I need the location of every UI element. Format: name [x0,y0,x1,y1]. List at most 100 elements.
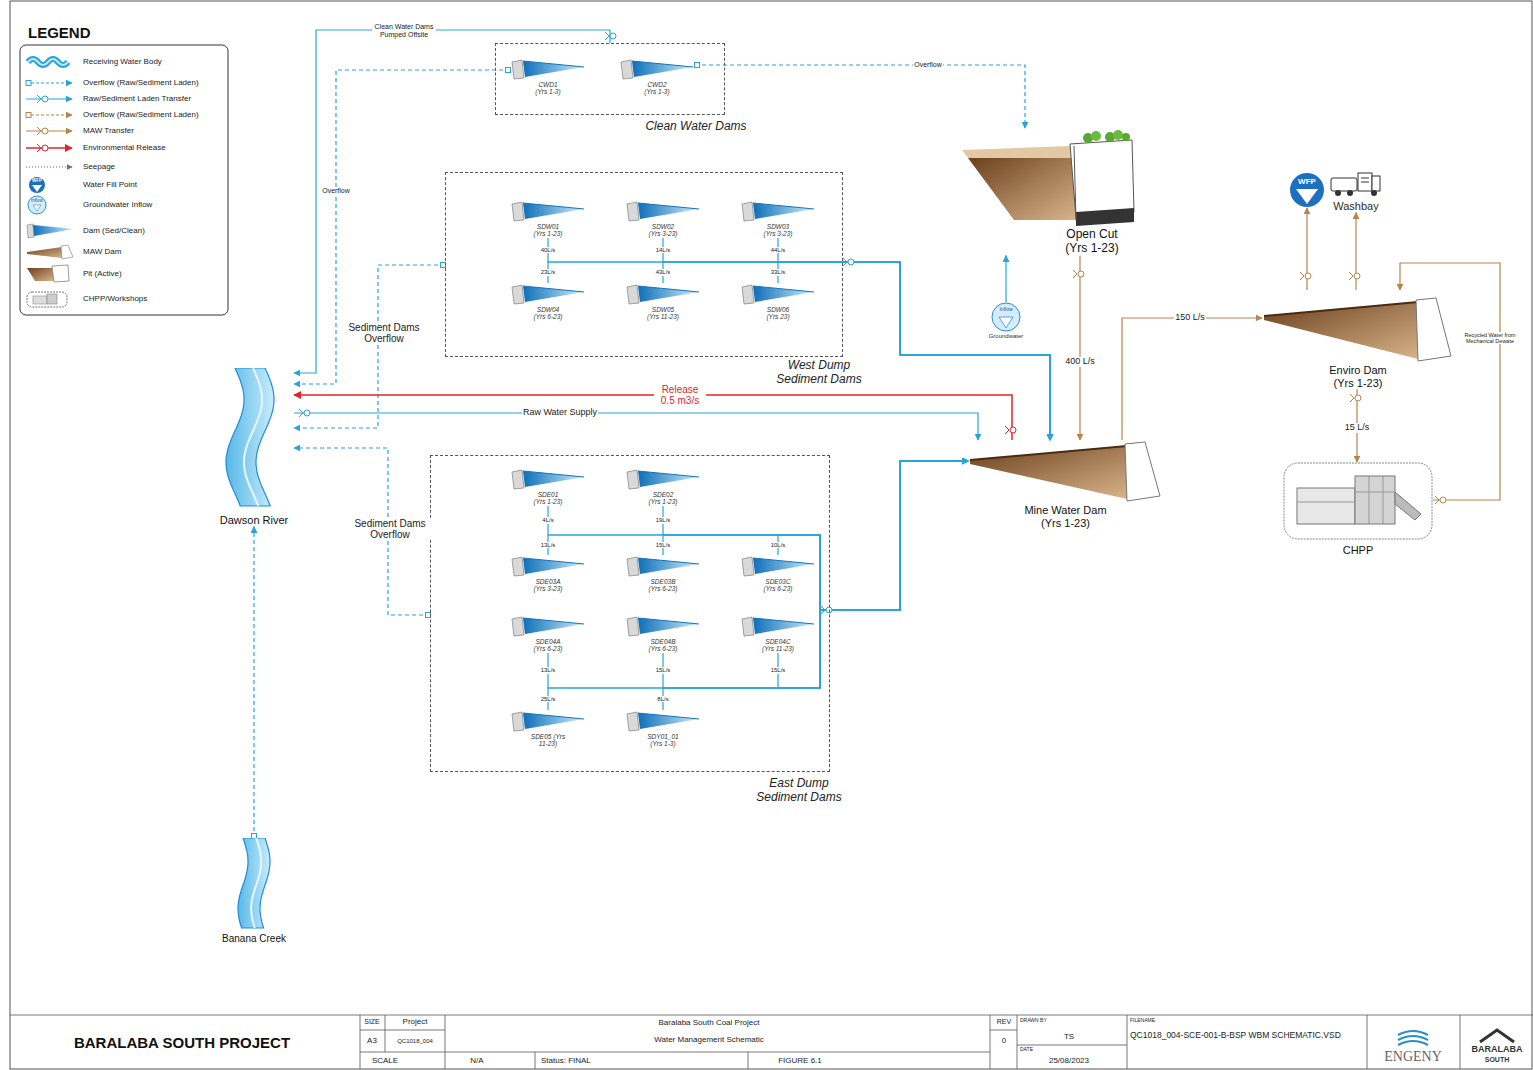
dam-label: SDE03B (Yrs 6-23) [648,578,679,593]
maw-dam: Enviro Dam (Yrs 1-23) [1262,290,1454,389]
dam-icon-wrap [625,200,701,222]
label-text: Inflow [31,199,43,204]
water-fill-point: WFP [1289,172,1325,208]
dam-icon [510,615,586,637]
legend-text: Raw/Sediment Laden Transfer [83,95,191,104]
legend-text: MAW Transfer [83,127,134,136]
inflow-symbol: Inflow [991,302,1021,332]
legend-text: Pit (Active) [83,270,122,279]
dam-label: SDE03C (Yrs 6-23) [763,578,794,593]
receiving-water-body: Dawson River [214,368,294,527]
dam-icon-wrap [740,200,816,222]
dam-icon [510,710,586,732]
connector [294,265,445,428]
label-text: SCALE [372,1057,398,1066]
title-block-grid [10,1015,1533,1069]
pit-picture-wrap [958,128,1138,228]
dam-icon [625,710,701,732]
sediment-dam: SDW04 (Yrs 6-23) [510,283,586,321]
connector [1079,256,1080,440]
edge-label: 15L/s [770,667,787,674]
sediment-dam: SDY01_01 (Yrs 1-3) [625,710,701,748]
label-text: ENGENY [1384,1049,1442,1064]
sediment-dam: CWD1 (Yrs 1-3) [510,58,586,96]
groundwater-inflow: InflowGroundwater [975,302,1037,340]
maw-dam-icon-wrap [1262,290,1454,362]
edge-label: 15L/s [655,542,672,549]
connector [253,527,254,838]
connector [663,461,968,610]
edge-label: 10L/s [770,542,787,549]
chpp-building-wrap [1283,462,1433,540]
creek-shape [214,838,294,930]
label-text: SIZE [364,1018,380,1026]
dam-label: SDW05 (Yrs 11-23) [646,306,681,321]
label-text: FIGURE 6.1 [778,1057,822,1066]
dam-icon-wrap [625,468,701,490]
legend-text: Seepage [83,163,115,172]
edge-label: 44L/s [770,247,787,254]
pit-label: Open Cut (Yrs 1-23) [1057,228,1127,256]
dam-icon-wrap [740,283,816,305]
dam-label: SDW04 (Yrs 6-23) [533,306,564,321]
connector [294,448,430,615]
pit-picture [958,128,1138,228]
dam-label: CWD1 (Yrs 1-3) [534,81,562,96]
label-text: FILENAME [1130,1018,1155,1024]
dam-group: West Dump Sediment DamsSDW01 (Yrs 1-23)S… [445,172,843,357]
label-text: DATE [1020,1047,1033,1053]
dam-label: SDE03A (Yrs 3-23) [533,578,564,593]
legend-text: MAW Dam [83,248,121,257]
dam-icon [510,200,586,222]
connector [663,238,1050,440]
sediment-dam: SDE02 (Yrs 1-23) [625,468,701,506]
receiving-water-body: Banana Creek [214,838,294,945]
label-text: A3 [367,1037,377,1046]
connector [294,30,610,373]
legend-text: Overflow (Raw/Sediment Laden) [83,111,199,120]
edge-label: Release 0.5 m3/s [654,384,706,406]
label-text: Status: FINAL [541,1057,591,1066]
label-text: QC1018_004-SCE-001-B-BSP WBM SCHEMATIC.V… [1130,1031,1341,1040]
groundwater-label: Groundwater [975,333,1037,340]
maw-dam: Mine Water Dam (Yrs 1-23) [968,440,1163,529]
dam-icon-wrap [510,615,586,637]
dam-icon [625,555,701,577]
dam-icon [619,58,695,80]
dam-label: SDW02 (Yrs 3-23) [648,223,679,238]
label-text: BARALABA [1472,1045,1523,1055]
washbay-label: Washbay [1328,200,1384,213]
wfp-symbol: WFP [1289,172,1325,208]
dam-icon [625,200,701,222]
connector [1122,318,1262,440]
connector [548,461,968,688]
dam-label: CWD2 (Yrs 1-3) [643,81,671,96]
legend-text: Water Fill Point [83,181,137,190]
edge-label: Sediment Dams Overflow [349,518,431,540]
dam-icon-wrap [510,468,586,490]
label-text: SOUTH [1485,1056,1510,1064]
dam-icon [625,468,701,490]
legend-box [20,45,228,315]
page-border [10,1,1532,1069]
edge-label: Recycled Water from Mechanical Dewate [1459,332,1521,344]
dam-icon-wrap [625,710,701,732]
connector [294,413,978,440]
connector [663,461,968,688]
connector [294,70,510,384]
chpp-building [1283,462,1433,540]
edge-label: 4L/s [541,517,554,524]
connector [1005,256,1006,302]
river-shape [214,368,294,510]
label-text: Baralaba South Coal Project [659,1019,760,1028]
dam-icon-wrap [740,615,816,637]
wfp-text: WFP [1289,177,1325,186]
sediment-dam: SDW06 (Yrs 23) [740,283,816,321]
dam-icon [740,555,816,577]
label-text: REV [997,1018,1011,1026]
label-text: LEGEND [28,25,91,42]
label-text: 25/08/2023 [1049,1057,1089,1066]
edge-label: 25L/s [540,696,557,703]
